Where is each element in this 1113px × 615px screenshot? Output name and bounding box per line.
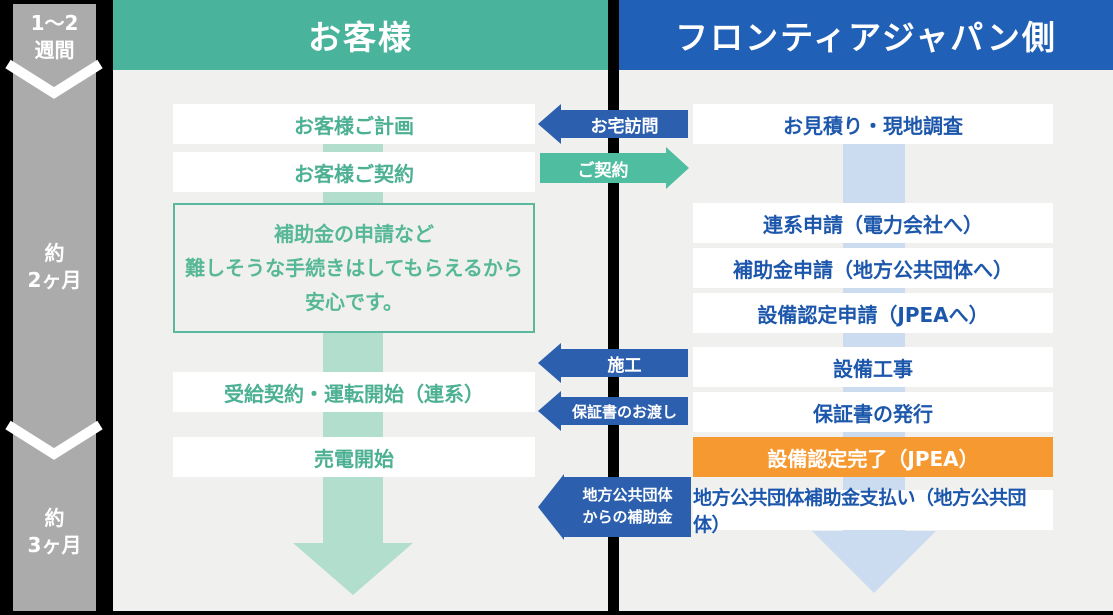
company-column-header: フロンティアジャパン側 bbox=[619, 0, 1113, 70]
company-step-jpea-application: 設備認定申請（JPEAへ） bbox=[693, 293, 1053, 333]
timeline-phase-1: 1〜2 週間 bbox=[13, 10, 96, 64]
customer-column-header: お客様 bbox=[113, 0, 608, 70]
company-flow-arrowhead-icon bbox=[812, 531, 936, 593]
company-step-warranty-issue: 保証書の発行 bbox=[693, 392, 1053, 432]
handoff-label: 保証書のお渡し bbox=[561, 397, 688, 425]
customer-step-contract: お客様ご契約 bbox=[173, 152, 535, 192]
handoff-arrow-contract: ご契約 bbox=[540, 147, 689, 189]
phase-1-line1: 1〜2 bbox=[30, 11, 79, 35]
company-step-subsidy-application: 補助金申請（地方公共団体へ） bbox=[693, 248, 1053, 288]
customer-step-grid-start: 受給契約・運転開始（連系） bbox=[173, 372, 535, 412]
timeline-sidebar: 1〜2 週間 約 2ヶ月 約 3ヶ月 bbox=[13, 4, 96, 611]
phase-3-line2: 3ヶ月 bbox=[27, 533, 82, 557]
customer-column: お客様 お客様ご計画 お客様ご契約 補助金の申請など 難しそうな手続きはしてもら… bbox=[113, 0, 608, 611]
arrow-left-icon bbox=[538, 343, 561, 383]
chevron-down-icon bbox=[5, 59, 103, 99]
handoff-label: ご契約 bbox=[540, 153, 666, 183]
handoff-label: 施工 bbox=[561, 349, 688, 377]
phase-2-line2: 2ヶ月 bbox=[27, 268, 82, 292]
timeline-phase-2: 約 2ヶ月 bbox=[13, 240, 96, 294]
note-line1: 補助金の申請など bbox=[274, 222, 434, 246]
handoff-arrow-construction: 施工 bbox=[538, 343, 688, 383]
handoff-arrow-subsidy: 地方公共団体 からの補助金 bbox=[538, 474, 691, 540]
note-line2: 難しそうな手続きはしてもらえるから bbox=[185, 256, 523, 280]
company-step-grid-application: 連系申請（電力会社へ） bbox=[693, 203, 1053, 243]
handoff-label: 地方公共団体 からの補助金 bbox=[564, 477, 691, 537]
customer-step-sell-power: 売電開始 bbox=[173, 437, 535, 477]
handoff-arrow-warranty: 保証書のお渡し bbox=[538, 391, 688, 431]
arrow-left-icon bbox=[538, 391, 561, 431]
phase-3-line1: 約 bbox=[44, 506, 65, 530]
company-step-estimate: お見積り・現地調査 bbox=[693, 104, 1053, 144]
note-line3: 安心です。 bbox=[305, 290, 403, 314]
arrow-left-icon bbox=[538, 104, 561, 144]
handoff-label-line2: からの補助金 bbox=[582, 508, 673, 526]
customer-note-box: 補助金の申請など 難しそうな手続きはしてもらえるから 安心です。 bbox=[173, 203, 535, 333]
company-step-construction: 設備工事 bbox=[693, 347, 1053, 387]
company-column: フロンティアジャパン側 お見積り・現地調査 連系申請（電力会社へ） 補助金申請（… bbox=[619, 0, 1113, 611]
handoff-label-line1: 地方公共団体 bbox=[582, 486, 673, 505]
phase-1-line2: 週間 bbox=[34, 38, 75, 62]
handoff-arrow-home-visit: お宅訪問 bbox=[538, 104, 688, 144]
company-step-jpea-complete: 設備認定完了（JPEA） bbox=[693, 437, 1053, 477]
timeline-phase-3: 約 3ヶ月 bbox=[13, 505, 96, 559]
company-step-subsidy-payment: 地方公共団体補助金支払い（地方公共団体） bbox=[693, 487, 1053, 536]
arrow-left-icon bbox=[538, 474, 564, 540]
phase-2-line1: 約 bbox=[44, 241, 65, 265]
handoff-label: お宅訪問 bbox=[561, 110, 688, 138]
customer-step-plan: お客様ご計画 bbox=[173, 104, 535, 144]
chevron-down-icon bbox=[5, 420, 103, 460]
arrow-right-icon bbox=[666, 147, 689, 189]
customer-flow-arrowhead-icon bbox=[293, 543, 413, 595]
